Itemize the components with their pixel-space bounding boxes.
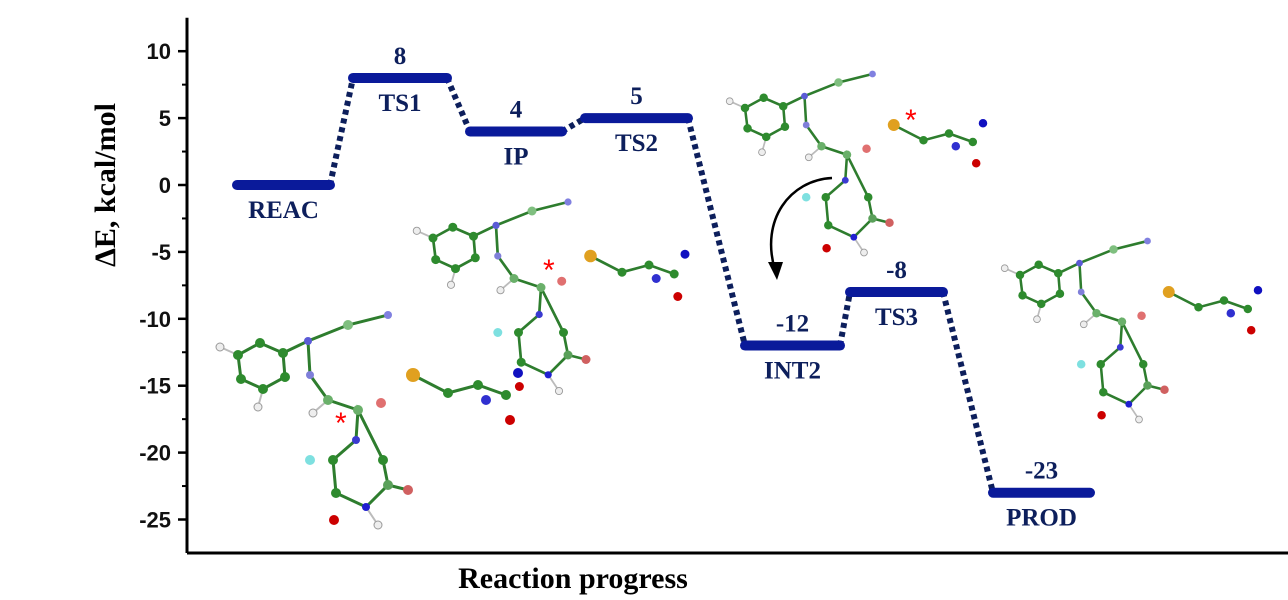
level-name-label: REAC bbox=[248, 197, 319, 224]
asterisk-annotation: * bbox=[335, 407, 347, 440]
asterisk-annotation: * bbox=[905, 104, 917, 137]
level-name-label: INT2 bbox=[764, 358, 821, 385]
level-value-label: -12 bbox=[776, 311, 809, 338]
molecule-reac bbox=[214, 309, 525, 531]
connector-line bbox=[837, 291, 853, 347]
asterisk-annotations: * * * bbox=[335, 104, 917, 440]
y-tick-label: -10 bbox=[139, 307, 171, 332]
connector-line bbox=[685, 117, 748, 347]
y-axis-label: ΔE, kcal/mol bbox=[89, 103, 122, 267]
y-tick-label: -25 bbox=[139, 508, 171, 533]
x-axis-label: Reaction progress bbox=[458, 562, 688, 595]
level-value-label: 5 bbox=[630, 83, 643, 110]
level-value-label: -8 bbox=[886, 257, 907, 284]
level-name-label: PROD bbox=[1006, 505, 1077, 532]
level-name-label: TS2 bbox=[615, 130, 658, 157]
level-name-label: TS1 bbox=[378, 90, 421, 117]
y-tick-label: 0 bbox=[159, 173, 171, 198]
connector-line bbox=[327, 77, 356, 186]
y-tick-label: 10 bbox=[147, 39, 171, 64]
arrowhead-icon bbox=[768, 262, 783, 280]
molecule-ip bbox=[411, 197, 691, 396]
molecular-structures bbox=[214, 69, 1264, 531]
molecule-int2 bbox=[725, 69, 989, 258]
level-value-label: 8 bbox=[394, 43, 407, 70]
level-name-label: IP bbox=[504, 143, 529, 170]
level-value-label: -23 bbox=[1025, 458, 1058, 485]
curved-arrow bbox=[768, 176, 833, 280]
axes: 10 5 0 -5 -10 -15 -20 -25 bbox=[139, 17, 1288, 555]
connector-line bbox=[444, 76, 473, 133]
level-value-label: 4 bbox=[510, 96, 523, 123]
y-tick-label: -20 bbox=[139, 441, 171, 466]
y-tick-label: 5 bbox=[159, 106, 171, 131]
connectors bbox=[327, 76, 996, 494]
connector-line bbox=[940, 291, 996, 494]
molecule-prod bbox=[1000, 236, 1264, 425]
y-tick-label: -5 bbox=[151, 240, 171, 265]
level-name-label: TS3 bbox=[875, 304, 918, 331]
y-tick-label: -15 bbox=[139, 374, 171, 399]
asterisk-annotation: * bbox=[543, 254, 555, 287]
